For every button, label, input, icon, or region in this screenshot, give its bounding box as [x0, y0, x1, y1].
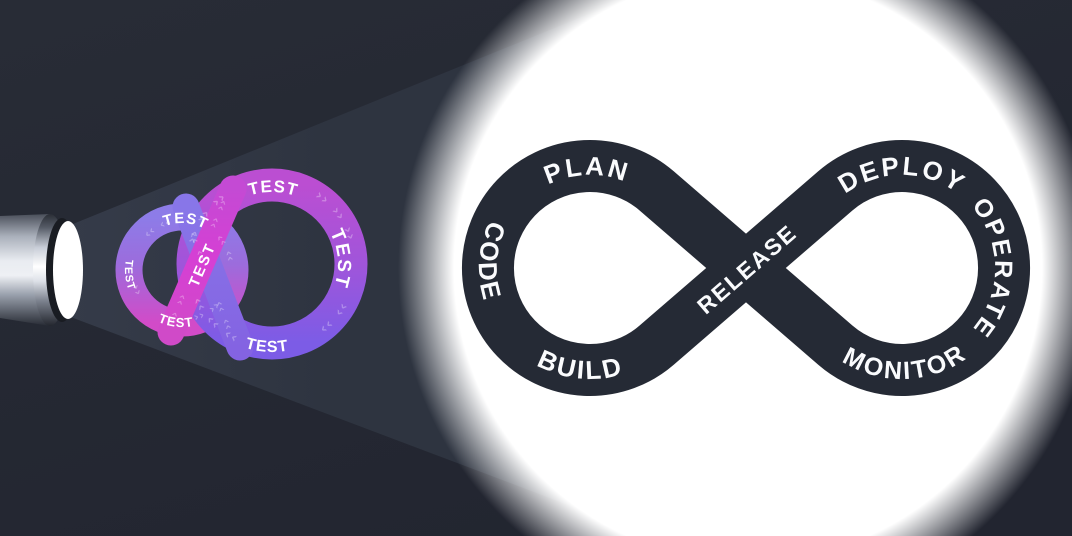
svg-text:TEST: TEST	[157, 311, 195, 331]
chevron-icons: ››	[129, 282, 145, 298]
svg-text:TEST: TEST	[244, 335, 290, 356]
test-label: TEST	[157, 311, 194, 331]
test-loop-ascending-band	[157, 175, 247, 346]
test-label: TEST	[122, 259, 136, 292]
devops-infinity-loop: PLAN CODE BUILD RELEASE DEPLOY OPERATE M…	[461, 140, 1031, 396]
test-label: TEST	[244, 335, 289, 356]
svg-text:››: ››	[129, 282, 146, 298]
test-infinity-loop: ›› ›› ›› ›› ›› ›› ›› ›› ›› ›› ›› ›› ›› ›…	[115, 168, 368, 361]
svg-text:TEST: TEST	[122, 259, 137, 292]
devops-loop-band	[461, 140, 1031, 396]
flashlight-lens	[53, 221, 83, 319]
test-loop-descending-band	[172, 193, 254, 361]
flashlight-icon	[0, 214, 83, 326]
